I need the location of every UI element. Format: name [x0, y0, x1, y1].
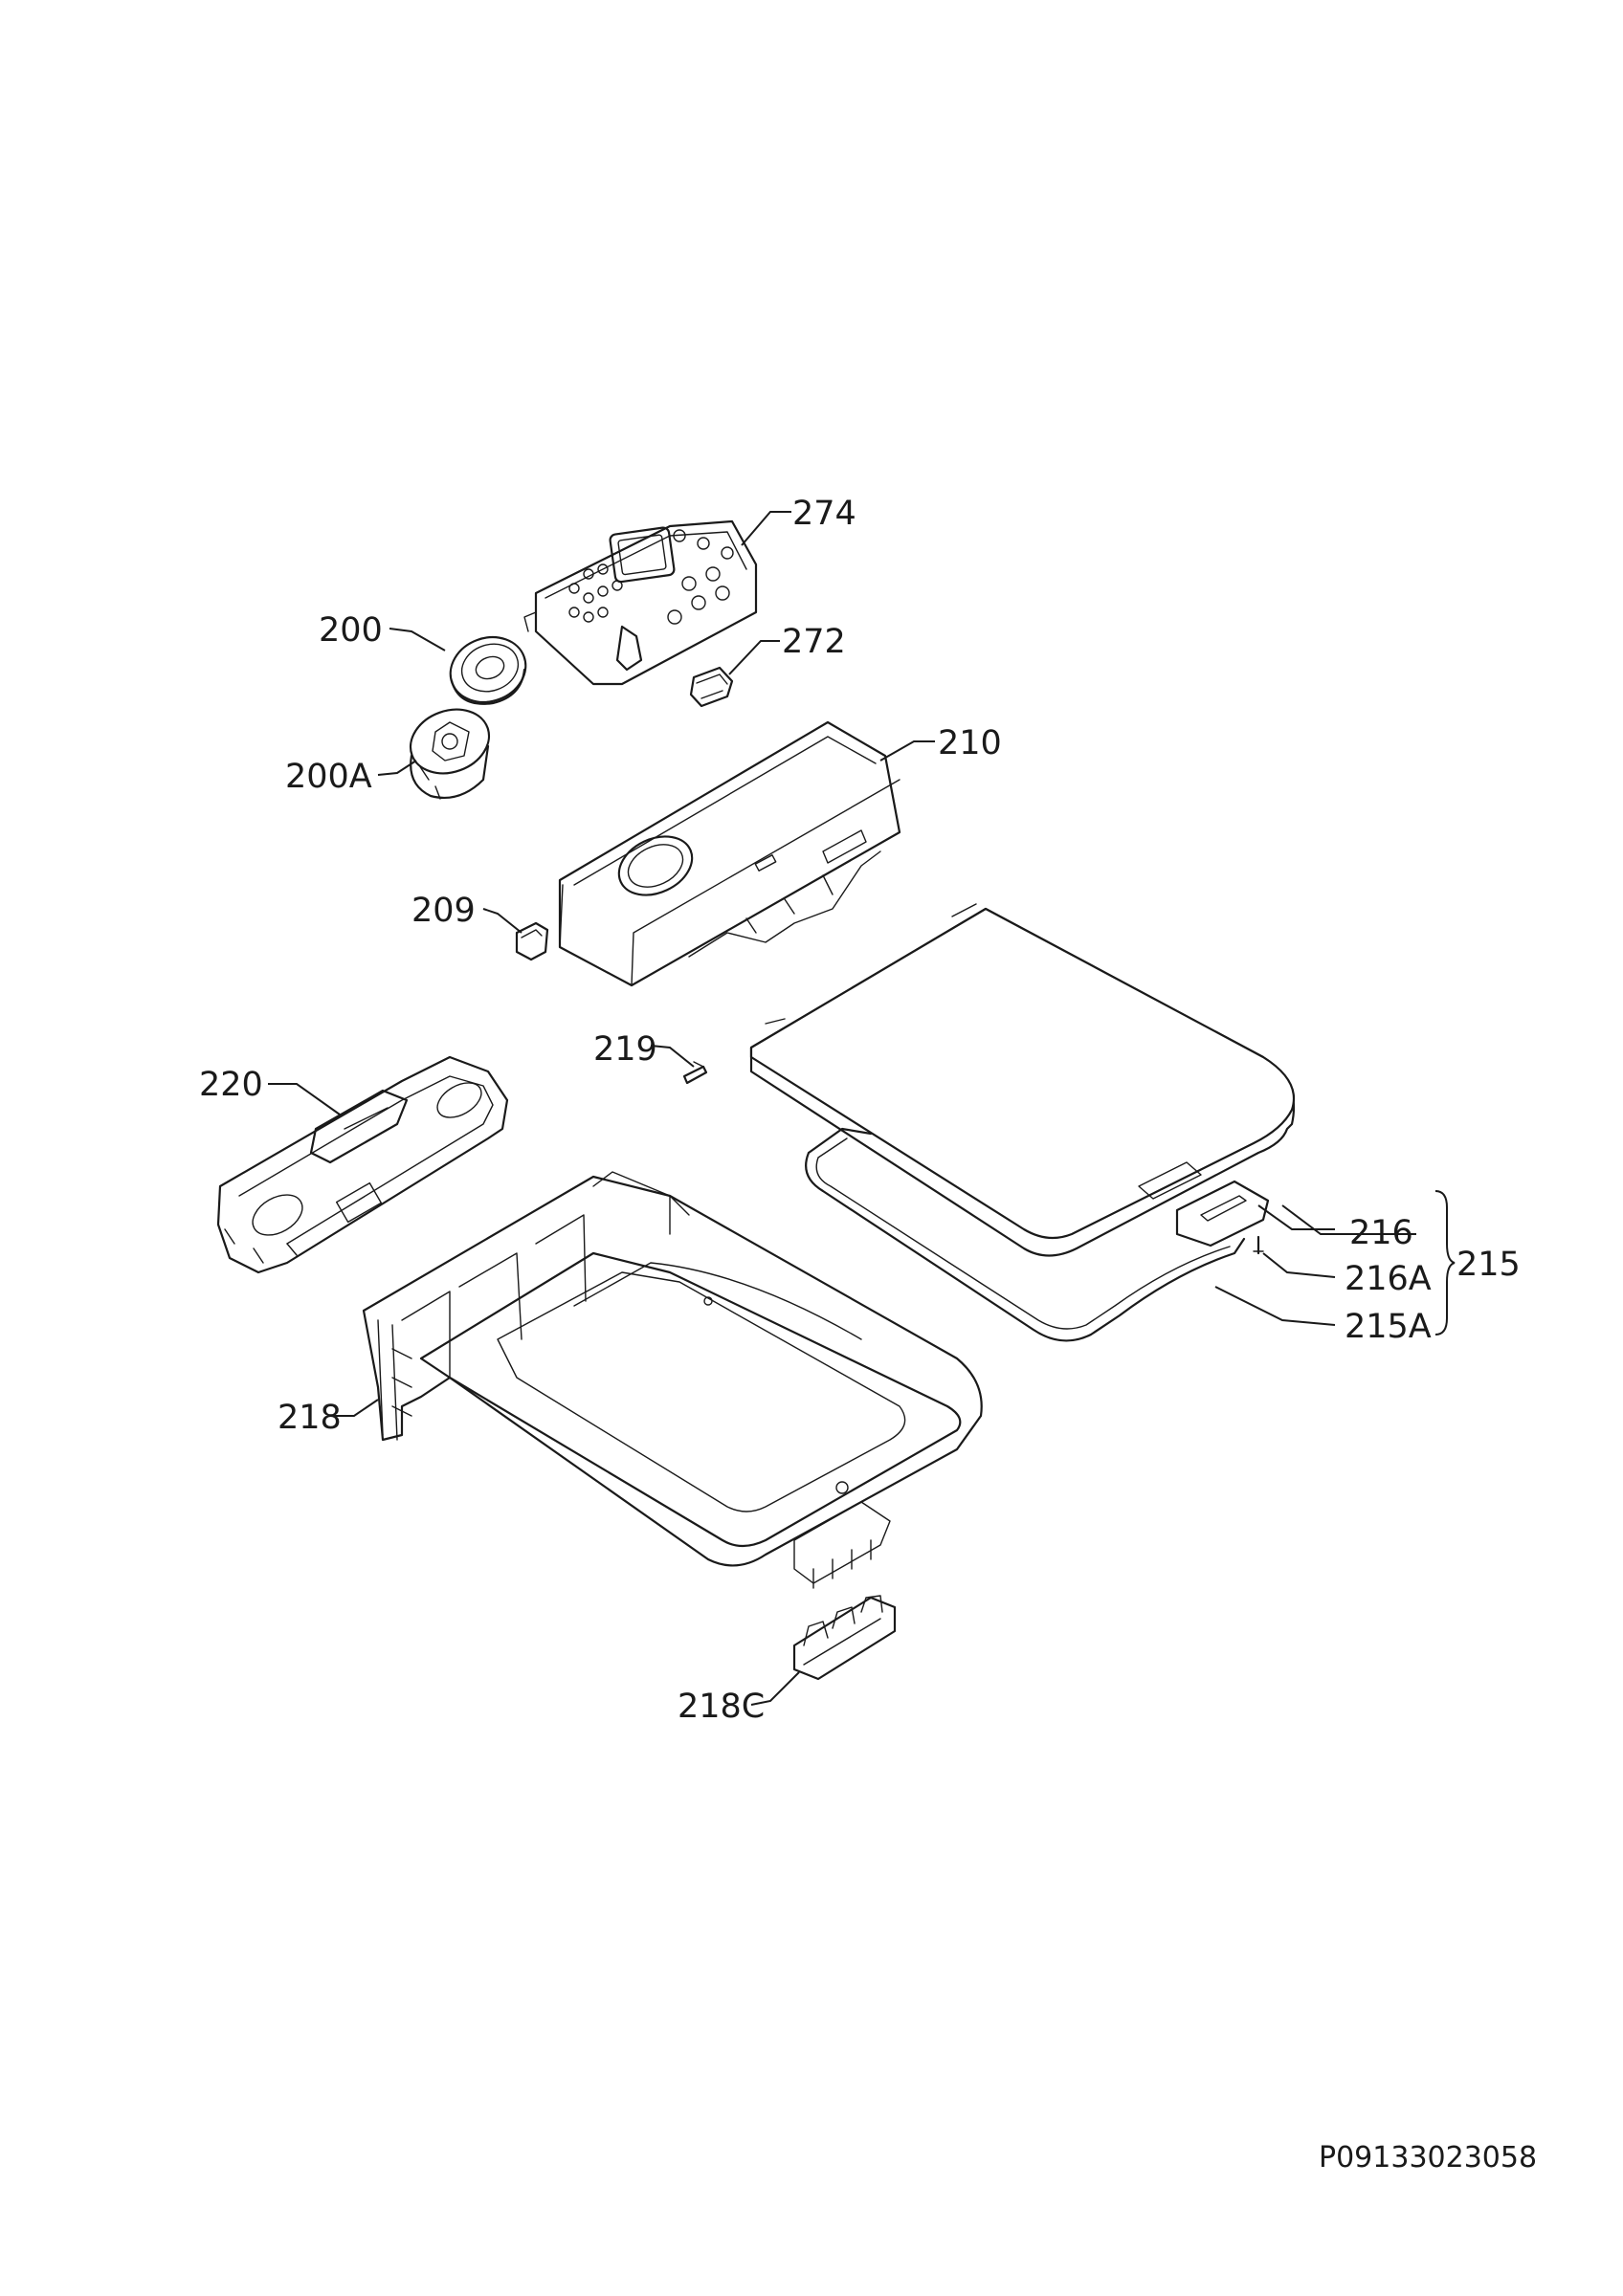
label-220[interactable]: 220 — [199, 1066, 263, 1104]
leader-lines — [268, 511, 1456, 1706]
leader-216 — [1257, 1204, 1335, 1230]
label-215a[interactable]: 215A — [1345, 1308, 1432, 1346]
leader-274 — [741, 511, 791, 546]
part-219-pin[interactable] — [682, 1061, 708, 1085]
leader-218c — [750, 1671, 800, 1706]
brace-215 — [1434, 1190, 1456, 1336]
leader-219 — [650, 1045, 695, 1068]
part-272-button[interactable] — [689, 666, 734, 708]
part-209-clip[interactable] — [515, 921, 549, 961]
part-215-lid[interactable] — [749, 903, 1296, 1257]
label-200[interactable]: 200 — [319, 611, 383, 650]
label-218[interactable]: 218 — [278, 1399, 342, 1437]
label-210[interactable]: 210 — [938, 724, 1002, 762]
part-220-dispenser[interactable] — [216, 1055, 509, 1274]
leader-215a — [1214, 1286, 1336, 1326]
document-id: P09133023058 — [1319, 2141, 1537, 2175]
part-210-control-panel-cover[interactable] — [558, 720, 901, 987]
leader-220 — [268, 1083, 341, 1115]
leader-210 — [879, 740, 935, 762]
leader-200 — [389, 628, 446, 651]
leader-209 — [482, 908, 522, 934]
part-274-control-board[interactable] — [523, 519, 758, 686]
part-200-knob[interactable] — [441, 627, 535, 712]
part-216-lid-handle[interactable] — [1175, 1147, 1270, 1247]
part-215a-lid-seal[interactable] — [805, 1127, 1246, 1342]
part-216a-screw[interactable] — [1253, 1235, 1264, 1255]
label-218c[interactable]: 218C — [678, 1688, 765, 1726]
label-200a[interactable]: 200A — [285, 758, 372, 796]
part-labels: 274 200 272 200A 210 209 219 220 216 216… — [199, 495, 1521, 1726]
leader-272 — [728, 640, 780, 675]
label-209[interactable]: 209 — [411, 892, 476, 930]
leader-216-lid — [1281, 1204, 1416, 1235]
leader-200a — [377, 760, 417, 776]
leader-216a — [1262, 1252, 1336, 1278]
label-215[interactable]: 215 — [1456, 1246, 1521, 1284]
part-218c-bracket[interactable] — [792, 1595, 897, 1681]
label-274[interactable]: 274 — [792, 495, 856, 533]
part-200a-knob-base[interactable] — [402, 699, 499, 800]
label-272[interactable]: 272 — [782, 623, 846, 661]
leader-218 — [333, 1399, 379, 1417]
part-218-top-frame[interactable] — [362, 1171, 983, 1589]
label-216[interactable]: 216 — [1349, 1214, 1413, 1252]
label-216a[interactable]: 216A — [1345, 1260, 1432, 1298]
label-219[interactable]: 219 — [593, 1030, 657, 1069]
